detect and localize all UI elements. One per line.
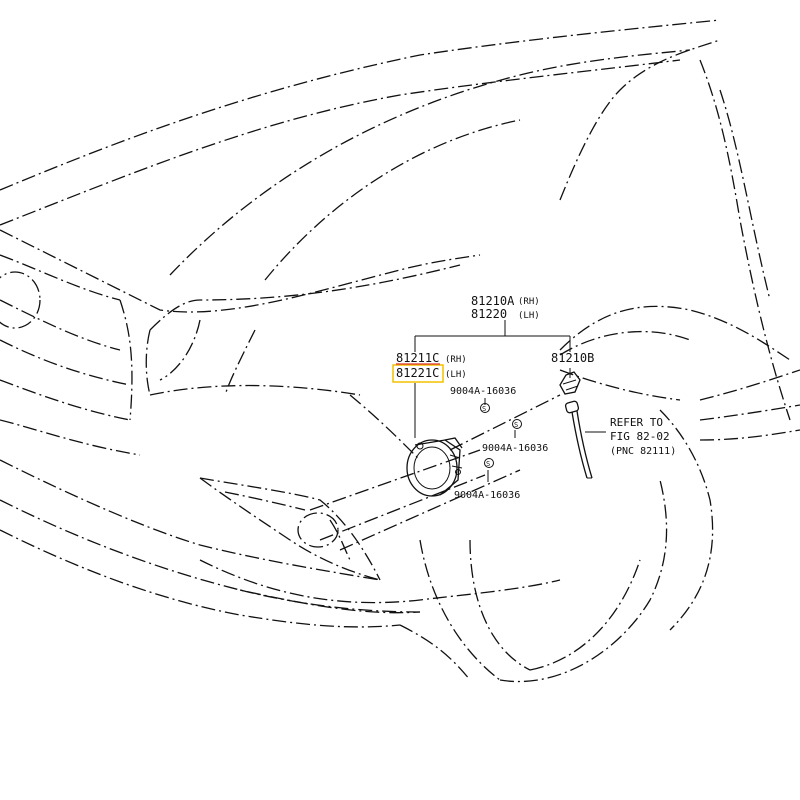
screw-part-number-2[interactable]: 9004A-16036 (482, 443, 548, 454)
wire-harness (564, 400, 593, 479)
projection-lines (309, 394, 561, 551)
fog-lamp-assembly (406, 437, 463, 497)
side-lh-label-2: (LH) (445, 370, 467, 380)
bulb-socket (559, 371, 581, 395)
reference-line-1: REFER TO (610, 416, 663, 429)
part-labels: 81210A (RH) 81220 (LH) 81211C (RH) 81221… (396, 294, 676, 501)
screw-icon-1 (480, 403, 490, 413)
screw-symbol-3: S (486, 460, 490, 468)
vehicle-outline (0, 19, 800, 683)
screw-symbol-2: S (514, 421, 518, 429)
side-rh-label-2: (RH) (445, 355, 467, 365)
highlight-box (392, 364, 444, 383)
side-lh-label: (LH) (518, 311, 540, 321)
part-number-81221c[interactable]: 81221C (396, 366, 439, 380)
screw-symbols: S S S (480, 403, 522, 468)
screw-icon-3 (484, 458, 494, 468)
reference-line-2[interactable]: FIG 82-02 (610, 430, 670, 443)
screw-part-number-3[interactable]: 9004A-16036 (454, 490, 520, 501)
leader-lines (414, 320, 606, 482)
screw-part-number-1[interactable]: 9004A-16036 (450, 386, 516, 397)
part-number-81220[interactable]: 81220 (471, 307, 507, 321)
screw-icon-2 (512, 419, 522, 429)
part-number-81210b[interactable]: 81210B (551, 351, 594, 365)
side-rh-label: (RH) (518, 297, 540, 307)
part-number-81211c[interactable]: 81211C (396, 351, 439, 365)
screw-symbol-1: S (482, 405, 486, 413)
reference-line-3[interactable]: (PNC 82111) (610, 446, 676, 457)
part-number-81210a[interactable]: 81210A (471, 294, 515, 308)
